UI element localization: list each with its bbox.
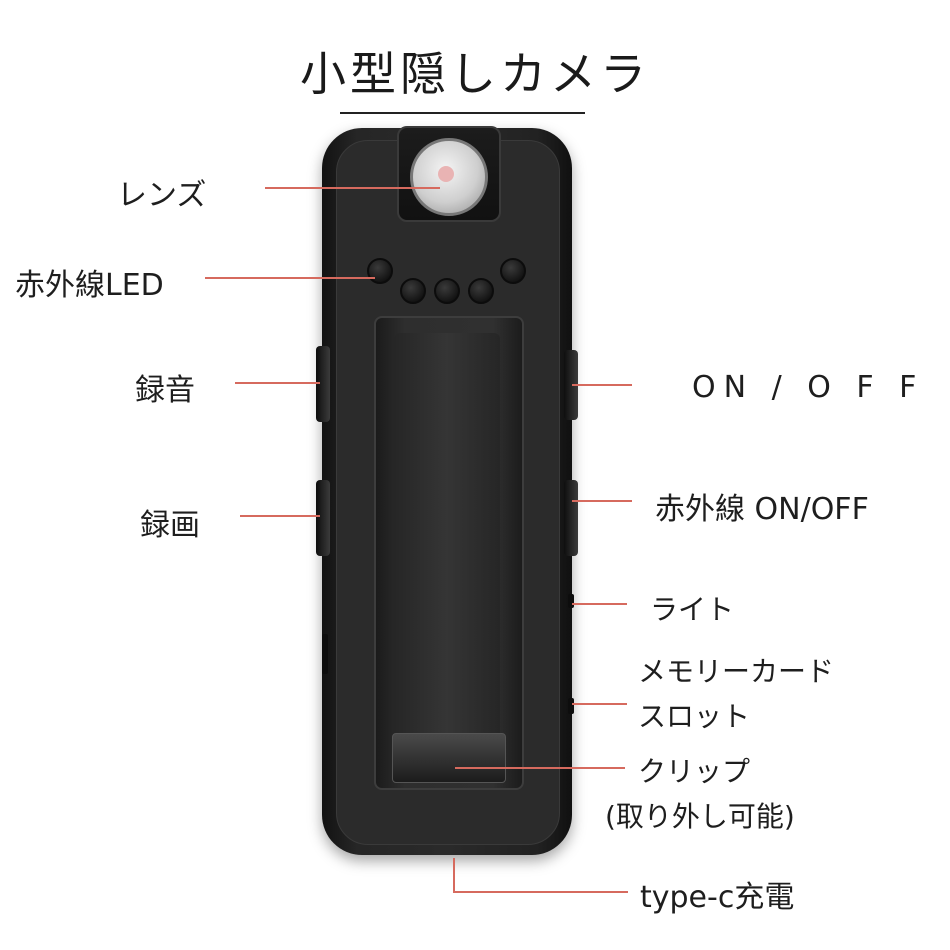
video-record-button bbox=[316, 480, 330, 556]
label-charging: type-c充電 bbox=[640, 880, 795, 915]
leader-ir-led bbox=[205, 277, 375, 279]
label-memory-card-line1: メモリーカード bbox=[638, 655, 835, 688]
side-seam bbox=[322, 634, 328, 674]
leader-lens bbox=[265, 187, 440, 189]
ir-led-icon bbox=[434, 278, 460, 304]
leader-memory-card bbox=[572, 703, 627, 705]
leader-charging-vertical bbox=[453, 858, 455, 892]
label-light: ライト bbox=[650, 593, 735, 626]
ir-led-icon bbox=[400, 278, 426, 304]
clip-tab bbox=[392, 733, 506, 783]
label-video-rec: 録画 bbox=[140, 508, 200, 543]
light-port bbox=[568, 594, 574, 608]
page-title: 小型隠しカメラ bbox=[300, 47, 650, 101]
leader-audio-rec bbox=[235, 382, 320, 384]
label-clip-line1: クリップ bbox=[638, 755, 751, 788]
label-ir-toggle: 赤外線 ON/OFF bbox=[655, 492, 869, 527]
power-button bbox=[564, 350, 578, 420]
leader-clip bbox=[455, 767, 625, 769]
ir-led-icon bbox=[500, 258, 526, 284]
leader-light bbox=[572, 603, 627, 605]
label-lens: レンズ bbox=[117, 178, 207, 213]
ir-led-icon bbox=[468, 278, 494, 304]
label-audio-rec: 録音 bbox=[135, 373, 195, 408]
leader-charging bbox=[453, 891, 628, 893]
label-power: ON / O F F bbox=[692, 370, 925, 405]
memory-card-slot bbox=[568, 698, 574, 714]
leader-video-rec bbox=[240, 515, 320, 517]
label-memory-card-line2: スロット bbox=[638, 700, 751, 733]
leader-power bbox=[572, 384, 632, 386]
ir-toggle-button bbox=[564, 480, 578, 556]
audio-record-button bbox=[316, 346, 330, 422]
label-clip-line2: (取り外し可能) bbox=[605, 800, 795, 833]
label-ir-led: 赤外線LED bbox=[15, 268, 164, 303]
leader-ir-toggle bbox=[572, 500, 632, 502]
title-underline bbox=[340, 112, 585, 114]
lens-center bbox=[438, 166, 454, 182]
clip-surface bbox=[394, 333, 500, 763]
hidden-camera-device bbox=[316, 126, 578, 855]
ir-led-icon bbox=[367, 258, 393, 284]
